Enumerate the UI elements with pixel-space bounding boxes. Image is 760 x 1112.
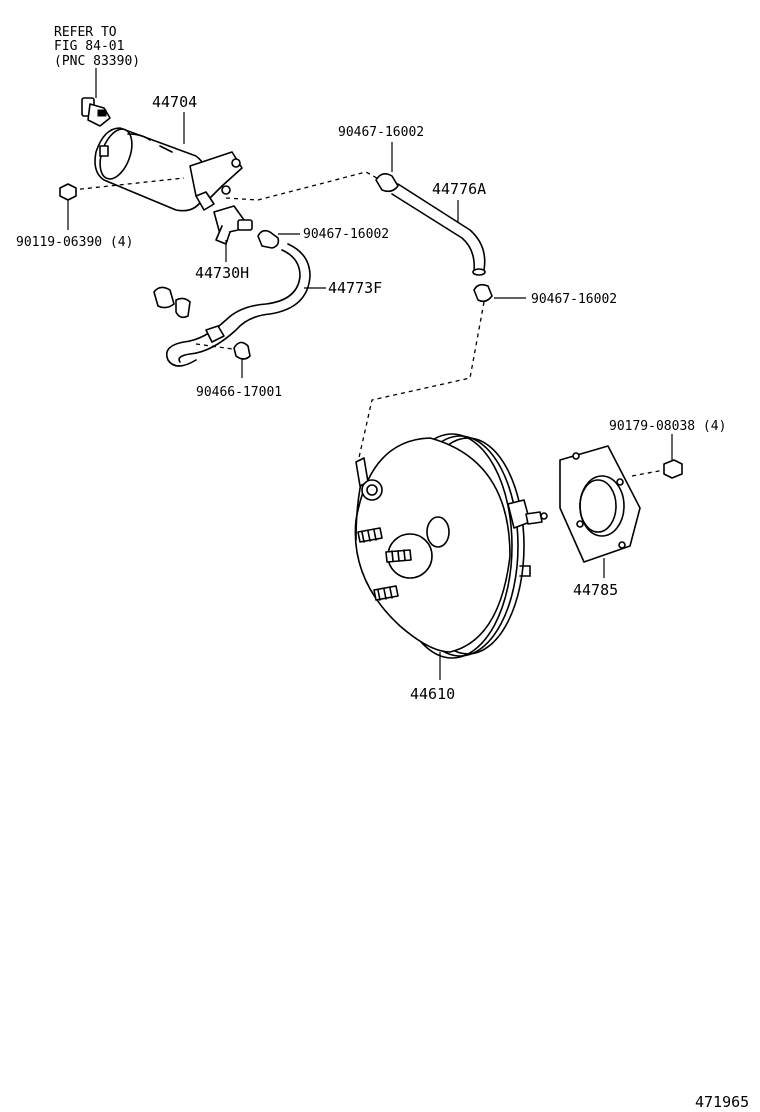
callout-44776A: 44776A bbox=[432, 180, 486, 198]
part-90467-clip-2: 90467-16002 bbox=[338, 125, 424, 193]
callout-90467-a: 90467-16002 bbox=[303, 227, 389, 242]
callout-90179: 90179-08038 (4) bbox=[609, 419, 726, 434]
callout-44773F: 44773F bbox=[328, 279, 382, 297]
part-90466-clamp: 90466-17001 bbox=[196, 341, 282, 400]
callout-44704: 44704 bbox=[152, 93, 197, 111]
callout-44610: 44610 bbox=[410, 685, 455, 703]
part-44773F-hose: 44773F bbox=[165, 243, 382, 367]
part-44610-brake-booster: 44610 bbox=[354, 433, 548, 703]
part-44704-vacuum-tank: 44704 bbox=[94, 93, 243, 212]
hose-clamp-parts bbox=[153, 286, 241, 351]
booster-studs bbox=[357, 527, 412, 601]
figure-number: 471965 bbox=[695, 1093, 749, 1111]
callout-90467-b: 90467-16002 bbox=[338, 125, 424, 140]
part-44785-gasket: 44785 bbox=[559, 445, 641, 599]
part-44776A-hose: 44776A bbox=[391, 180, 486, 276]
part-90179-nut: 90179-08038 (4) bbox=[609, 419, 726, 479]
callout-44785: 44785 bbox=[573, 581, 618, 599]
part-90467-clip-1: 90467-16002 bbox=[257, 227, 389, 249]
callout-90467-c: 90467-16002 bbox=[531, 292, 617, 307]
callout-44730H: 44730H bbox=[195, 264, 249, 282]
reference-note-line1: REFER TO bbox=[54, 25, 117, 40]
reference-note-line2: FIG 84-01 bbox=[54, 39, 124, 54]
part-90119-bolt: 90119-06390 (4) bbox=[16, 183, 133, 250]
reference-note: REFER TO FIG 84-01 (PNC 83390) bbox=[54, 25, 140, 98]
reference-note-line3: (PNC 83390) bbox=[54, 54, 140, 69]
vacuum-switch-part bbox=[81, 97, 111, 127]
part-90467-clip-3: 90467-16002 bbox=[473, 283, 617, 307]
callout-90119: 90119-06390 (4) bbox=[16, 235, 133, 250]
part-44730H-check-valve: 44730H bbox=[195, 205, 253, 282]
callout-90466: 90466-17001 bbox=[196, 385, 282, 400]
